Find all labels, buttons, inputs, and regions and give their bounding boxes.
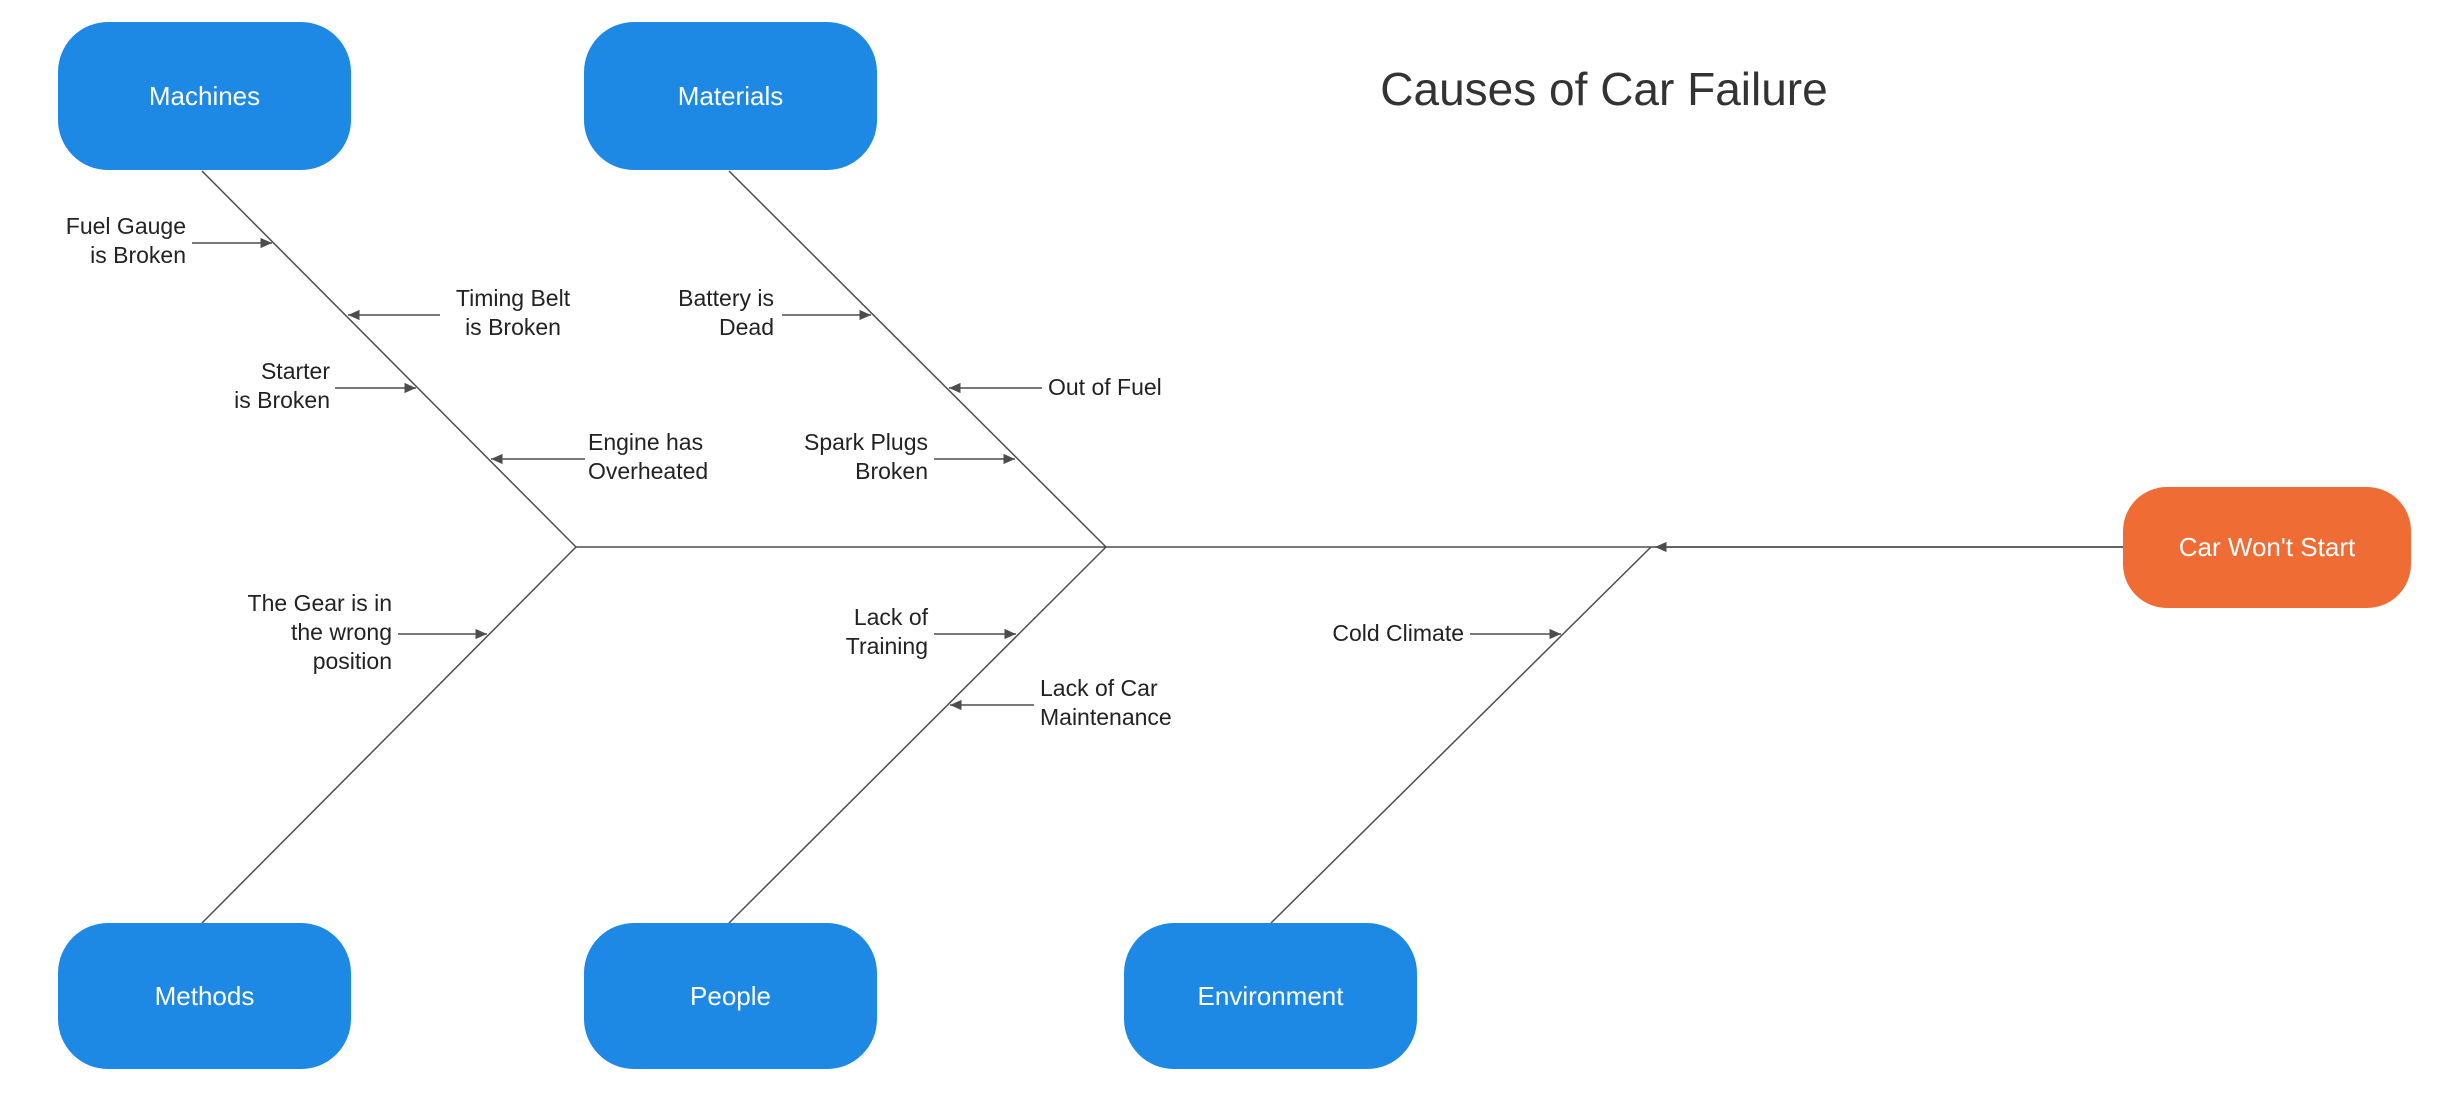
category-label-environment: Environment <box>1197 980 1344 1011</box>
category-box-people: People <box>584 923 877 1069</box>
branch-methods-line <box>201 546 577 924</box>
branch-materials-line <box>728 170 1107 548</box>
effect-box: Car Won't Start <box>2123 487 2411 608</box>
category-box-materials: Materials <box>584 22 877 170</box>
branch-environment-line <box>1270 546 1652 924</box>
cause-label-out-of-fuel: Out of Fuel <box>1048 374 1162 400</box>
cause-label-lack-of-maintenance: Lack of Car Maintenance <box>1040 675 1172 730</box>
cause-label-lack-of-training: Lack of Training <box>845 604 928 659</box>
cause-label-starter: Starter is Broken <box>234 358 330 413</box>
cause-label-engine-overheated: Engine has Overheated <box>588 429 709 484</box>
cause-label-battery: Battery is Dead <box>678 285 774 340</box>
category-label-machines: Machines <box>148 80 261 111</box>
category-label-methods: Methods <box>154 980 255 1011</box>
category-box-machines: Machines <box>58 22 351 170</box>
category-label-materials: Materials <box>677 80 784 111</box>
cause-label-fuel-gauge: Fuel Gauge is Broken <box>65 213 186 268</box>
cause-label-spark-plugs: Spark Plugs Broken <box>803 429 928 484</box>
category-box-environment: Environment <box>1124 923 1417 1069</box>
diagram-title: Causes of Car Failure <box>1380 63 1828 115</box>
branch-people-line <box>728 546 1107 924</box>
cause-label-cold-climate: Cold Climate <box>1332 620 1464 646</box>
cause-label-gear-position: The Gear is in the wrong position <box>247 590 392 674</box>
effect-label: Car Won't Start <box>2178 532 2356 562</box>
cause-label-timing-belt: Timing Belt is Broken <box>455 285 571 340</box>
branch-machines-line <box>201 170 577 548</box>
category-label-people: People <box>690 980 771 1011</box>
category-box-methods: Methods <box>58 923 351 1069</box>
